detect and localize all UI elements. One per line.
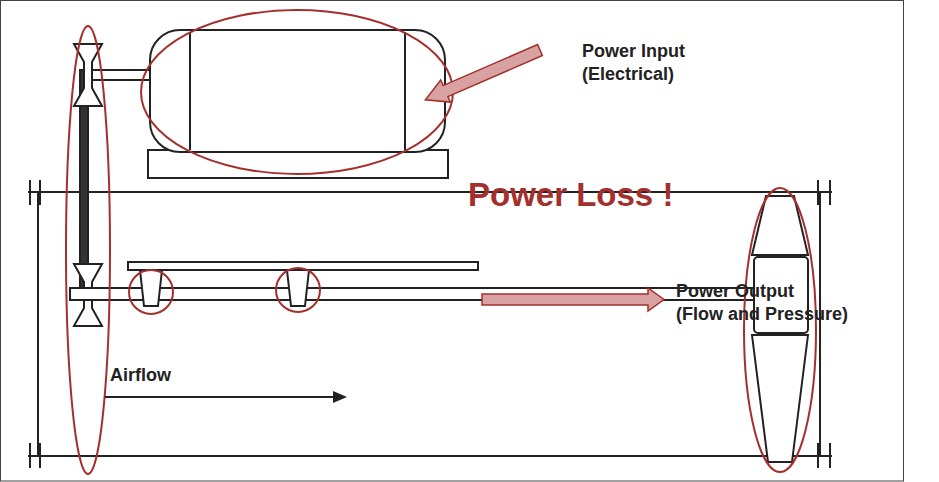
drawing-part [141, 10, 453, 174]
drawing-part [28, 455, 832, 457]
drawing-part [129, 270, 173, 314]
drawing-part [421, 39, 545, 111]
drawing-part [276, 268, 320, 312]
drawing-part [140, 270, 162, 306]
frame [1, 1, 904, 482]
power-loss-label: Power Loss ! [468, 174, 673, 215]
airflow-arrow [105, 391, 347, 403]
drawing-part [189, 32, 191, 150]
drawing-part [333, 391, 347, 403]
drawing-part [29, 180, 31, 205]
label-line: (Flow and Pressure) [676, 303, 848, 326]
label-line: Power Loss ! [468, 174, 673, 215]
drawing-part [829, 180, 831, 205]
label-line: Power Output [676, 280, 848, 303]
drawing-part [39, 180, 41, 205]
drawing-part [482, 288, 664, 311]
housing [28, 180, 832, 468]
drawing-part [105, 396, 335, 398]
label-line: Airflow [110, 364, 171, 387]
drawing-part [287, 270, 309, 306]
drawing-part [88, 70, 150, 80]
drawing-part [38, 192, 820, 456]
drawing-part [752, 335, 808, 462]
power-input-label: Power Input (Electrical) [582, 40, 685, 85]
drawing-part [66, 26, 110, 474]
drawing-part [28, 191, 832, 193]
drawing-part [150, 30, 445, 152]
label-line: (Electrical) [582, 63, 685, 86]
drawing-part [817, 443, 819, 468]
airflow-label: Airflow [110, 364, 171, 387]
fan-impeller [752, 196, 808, 462]
drawing-part [29, 443, 31, 468]
drawing-part [829, 443, 831, 468]
drawing-part [752, 196, 808, 255]
belt-drive [74, 44, 102, 326]
drawing-part [744, 188, 816, 472]
label-line: Power Input [582, 40, 685, 63]
drawing-part [404, 32, 406, 150]
drawing-part [817, 180, 819, 205]
drawing-part [39, 443, 41, 468]
power-output-label: Power Output (Flow and Pressure) [676, 280, 848, 325]
loss-highlights [66, 10, 816, 474]
